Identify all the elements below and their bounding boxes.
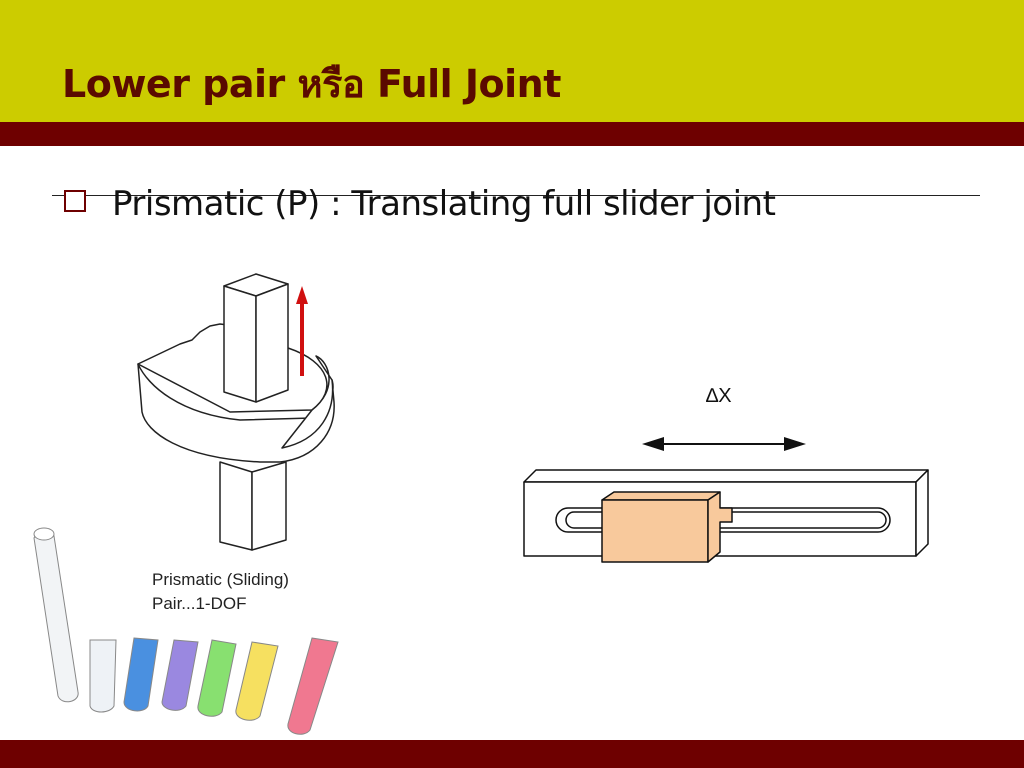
upper-bar-front: [223, 285, 257, 403]
caption-line-2: Pair...1-DOF: [152, 594, 247, 613]
prismatic-caption: Prismatic (Sliding) Pair...1-DOF: [152, 568, 289, 616]
prismatic-joint-diagram: [137, 273, 335, 551]
slider-block-top: [601, 491, 721, 501]
right-arrowhead-icon: [784, 437, 806, 451]
slider-block-side: [707, 491, 733, 563]
rail-side-face: [915, 469, 929, 557]
displacement-label: ∆X: [706, 385, 732, 407]
lower-shaft-side: [251, 461, 287, 551]
chalk-white: [89, 639, 117, 713]
chalk-blue: [123, 637, 159, 712]
housing-front: [137, 363, 335, 463]
caption-line-1: Prismatic (Sliding): [152, 570, 289, 589]
chalk-pink: [287, 637, 339, 735]
bullet-underline: [52, 195, 980, 196]
square-bullet-icon: [64, 190, 86, 212]
header-band: [0, 0, 1024, 122]
left-arrowhead-icon: [642, 437, 664, 451]
header-stripe: [0, 122, 1024, 146]
housing-side: [281, 355, 334, 449]
chalk-decoration: [33, 527, 339, 735]
chalk-yellow: [235, 641, 279, 721]
bullet-text: Prismatic (P) : Translating full slider …: [112, 184, 776, 224]
chalk-green: [197, 639, 237, 717]
motion-arrow-icon: [296, 286, 308, 304]
slider-joint-diagram: ∆X: [523, 385, 929, 563]
chalk-white-tall: [33, 530, 79, 703]
rail-top-face: [523, 469, 929, 483]
upper-bar-side: [255, 283, 289, 403]
footer-stripe: [0, 740, 1024, 768]
chalk-purple: [161, 639, 199, 711]
slider-block-front: [601, 499, 709, 563]
slide-title: Lower pair หรือ Full Joint: [62, 62, 561, 106]
